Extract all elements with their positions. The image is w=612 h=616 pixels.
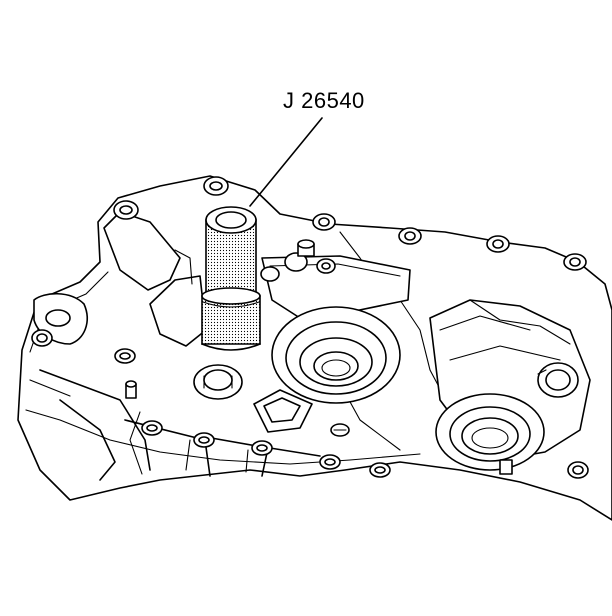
bolt-hole [251, 440, 273, 456]
bolt-hole [486, 235, 510, 253]
bolt-hole [312, 213, 336, 231]
center-bearing-bore [271, 306, 401, 404]
tool-callout-label: J 26540 [283, 88, 365, 113]
bolt-hole [113, 200, 139, 220]
bolt-hole [369, 462, 391, 478]
bolt-hole [141, 420, 163, 436]
differential-bearing-bore [429, 299, 591, 475]
bolt-hole [319, 454, 341, 470]
detent-plate [260, 239, 411, 319]
bolt-hole [567, 461, 589, 479]
callout-leader-line [249, 117, 323, 207]
rectangular-boss [253, 389, 313, 433]
bolt-holes [31, 176, 589, 479]
input-shaft-bushing [193, 364, 243, 400]
small-fasteners [125, 380, 350, 437]
bolt-hole [31, 329, 53, 347]
tool-j26540 [201, 206, 261, 351]
bolt-hole [193, 432, 215, 448]
bolt-hole [114, 348, 136, 364]
bolt-hole [398, 227, 422, 245]
bolt-hole [563, 253, 587, 271]
bolt-hole [203, 176, 229, 196]
output-shaft-stub [537, 362, 579, 398]
